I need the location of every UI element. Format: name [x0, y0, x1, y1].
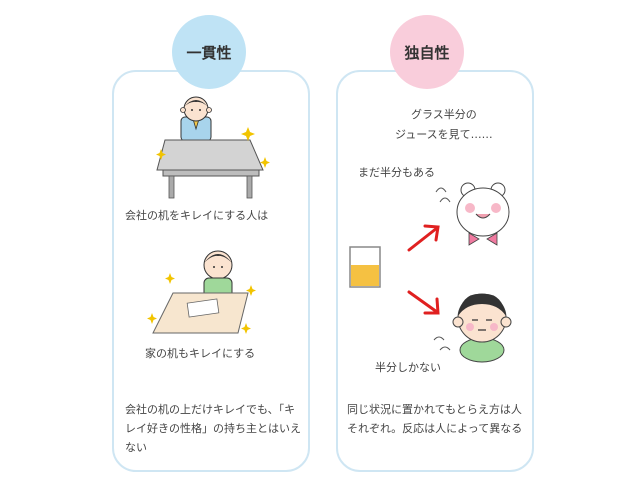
child-icon	[203, 250, 233, 299]
sparkle-icon	[147, 273, 256, 334]
sparkle-icon	[156, 127, 270, 168]
positive-reaction-label: まだ半分もある	[358, 166, 435, 179]
uniqueness-conclusion: 同じ状況に置かれてもとらえ方は人それぞれ。反応は人によって異なる	[347, 403, 523, 435]
home-desk-illustration	[147, 250, 256, 334]
office-worker-icon	[180, 96, 212, 142]
premise-text: グラス半分の ジュースを見て……	[395, 108, 493, 141]
pessimistic-boy-icon	[433, 293, 512, 363]
up-arrow-icon	[407, 226, 439, 252]
office-desk-illustration	[156, 96, 270, 199]
juice-glass-icon	[349, 246, 381, 288]
optimistic-bear-icon	[435, 182, 510, 246]
office-caption: 会社の机をキレイにする人は	[125, 209, 269, 222]
negative-reaction-label: 半分しかない	[375, 361, 441, 374]
consistency-conclusion: 会社の机の上だけキレイでも、「キレイ好きの性格」の持ち主とはいえない	[125, 403, 301, 454]
down-arrow-icon	[407, 290, 439, 314]
consistency-badge: 一貫性	[172, 15, 246, 89]
home-caption: 家の机もキレイにする	[145, 347, 256, 360]
reaction-arrows	[407, 224, 440, 315]
uniqueness-badge: 独自性	[390, 15, 464, 89]
